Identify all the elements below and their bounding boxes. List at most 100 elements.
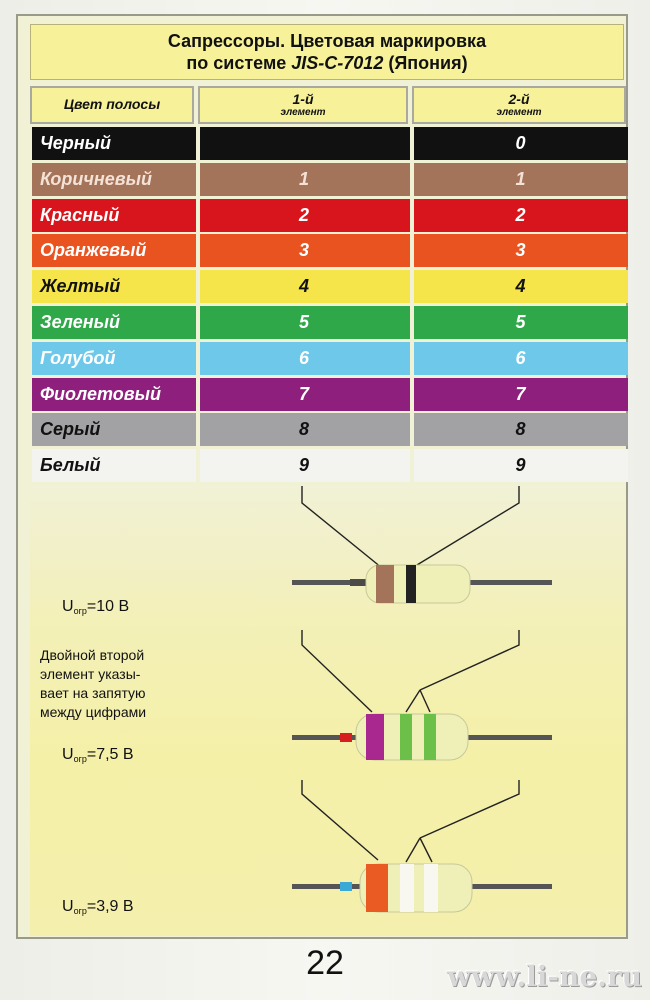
u-letter-3: U: [62, 898, 74, 915]
example-1-label: Uогр=10 В: [62, 598, 129, 616]
color-swatch: [200, 162, 410, 196]
u-letter-2: U: [62, 746, 74, 763]
color-swatch: [414, 162, 628, 196]
leader-line-3d: [419, 837, 433, 863]
leader-line-2a: [301, 630, 373, 713]
color-swatch: [414, 198, 628, 232]
color-swatch: [200, 449, 410, 483]
u-sub-1: огр: [73, 606, 87, 616]
color-row: Оранжевый 3 3: [32, 234, 628, 269]
color-name: Красный: [40, 204, 120, 225]
element-2-digit: 1: [515, 168, 526, 189]
resistor-2-band-green-2: [424, 714, 436, 760]
color-swatch: [414, 127, 628, 160]
resistor-2-band-violet: [366, 714, 384, 760]
element-1-digit: 1: [298, 168, 309, 189]
color-name: Голубой: [40, 347, 116, 368]
resistor-1: [292, 564, 552, 604]
color-swatch: [200, 234, 410, 268]
leader-line-1a: [301, 486, 383, 569]
color-swatch: [200, 413, 410, 447]
header-el2-small: элемент: [496, 107, 542, 118]
leader-line-2d: [419, 689, 431, 713]
color-swatch: [32, 270, 196, 304]
watermark: www.li-ne.ru: [446, 960, 642, 993]
element-2-digit: 3: [515, 240, 526, 261]
header-color-label: Цвет полосы: [63, 96, 161, 112]
example-3-value: =3,9 В: [86, 898, 134, 915]
color-swatch: [414, 449, 628, 483]
title-prefix: по системе: [186, 53, 292, 73]
header-el1-small: элемент: [280, 107, 326, 118]
title-line-1: Сапрессоры. Цветовая маркировка: [167, 31, 487, 51]
title-line-2: по системе JIS-C-7012 (Япония): [31, 52, 623, 74]
color-swatch: [414, 413, 628, 447]
resistor-1-band-black: [406, 565, 416, 603]
leader-line-3c: [405, 837, 421, 863]
element-2-digit: 8: [515, 419, 526, 440]
color-swatch: [32, 127, 196, 160]
examples-area: [30, 486, 626, 936]
header-el2-big: 2-й: [508, 91, 530, 107]
resistor-1-band-brown: [376, 565, 394, 603]
color-name: Белый: [40, 455, 101, 476]
element-2-digit: 4: [515, 276, 526, 297]
resistor-3: [292, 863, 552, 913]
element-2-digit: 7: [515, 383, 526, 404]
header-element-2: 2-й элемент: [412, 86, 626, 124]
resistor-3-band-white-1: [400, 864, 414, 912]
header-color: Цвет полосы: [30, 86, 194, 124]
element-1-digit: 5: [298, 312, 309, 332]
resistor-3-lead-sleeve: [340, 882, 352, 891]
resistor-3-band-white-2: [424, 864, 438, 912]
leader-lines: [301, 486, 520, 863]
u-sub-3: огр: [73, 906, 87, 916]
element-1-digit: 2: [298, 204, 309, 225]
leader-line-3a: [301, 780, 379, 861]
element-1-digit: 8: [298, 419, 309, 440]
color-swatch: [200, 306, 410, 339]
resistor-2-lead-sleeve: [340, 733, 352, 742]
element-2-digit: 0: [515, 133, 526, 153]
u-sub-2: огр: [73, 754, 87, 764]
color-row: Белый 9 9: [32, 449, 628, 484]
element-2-digit: 5: [515, 312, 526, 332]
color-name: Фиолетовый: [40, 383, 162, 404]
example-2-label: Uогр=7,5 В: [62, 746, 134, 764]
leader-line-3b: [419, 780, 520, 839]
color-row: Желтый 4 4: [32, 270, 628, 305]
title-suffix: (Япония): [383, 53, 468, 73]
color-swatch: [32, 377, 196, 411]
note-line-1: Двойной второй: [40, 647, 145, 663]
color-swatch: [414, 377, 628, 411]
color-swatch: [414, 234, 628, 268]
header-element-1: 1-й элемент: [198, 86, 408, 124]
color-name: Серый: [40, 419, 101, 440]
color-name: Зеленый: [40, 312, 121, 332]
color-swatch: [32, 306, 196, 339]
element-2-digit: 9: [515, 455, 526, 476]
color-swatch: [32, 234, 196, 268]
color-row: Зеленый 5 5: [32, 306, 628, 341]
element-1-digit: 3: [298, 240, 309, 261]
color-name: Оранжевый: [40, 240, 147, 261]
note-line-3: вает на запятую: [40, 685, 146, 701]
leader-line-2b: [419, 630, 520, 691]
page-title: Сапрессоры. Цветовая маркировка по систе…: [30, 24, 624, 80]
color-name: Желтый: [40, 276, 121, 297]
element-1-digit: 6: [298, 347, 309, 368]
element-1-digit: 9: [298, 455, 309, 476]
color-swatch: [32, 341, 196, 375]
element-2-digit: 2: [515, 204, 526, 225]
resistor-1-lead-sleeve: [350, 579, 368, 586]
color-swatch: [200, 341, 410, 375]
color-row: Коричневый 1 1: [32, 162, 628, 198]
color-name: Черный: [40, 133, 111, 153]
element-1-digit: 4: [298, 276, 309, 297]
resistor-3-band-orange: [366, 864, 388, 912]
color-swatch: [32, 449, 196, 483]
leader-line-1b: [411, 486, 520, 569]
color-name: Коричневый: [40, 168, 152, 189]
